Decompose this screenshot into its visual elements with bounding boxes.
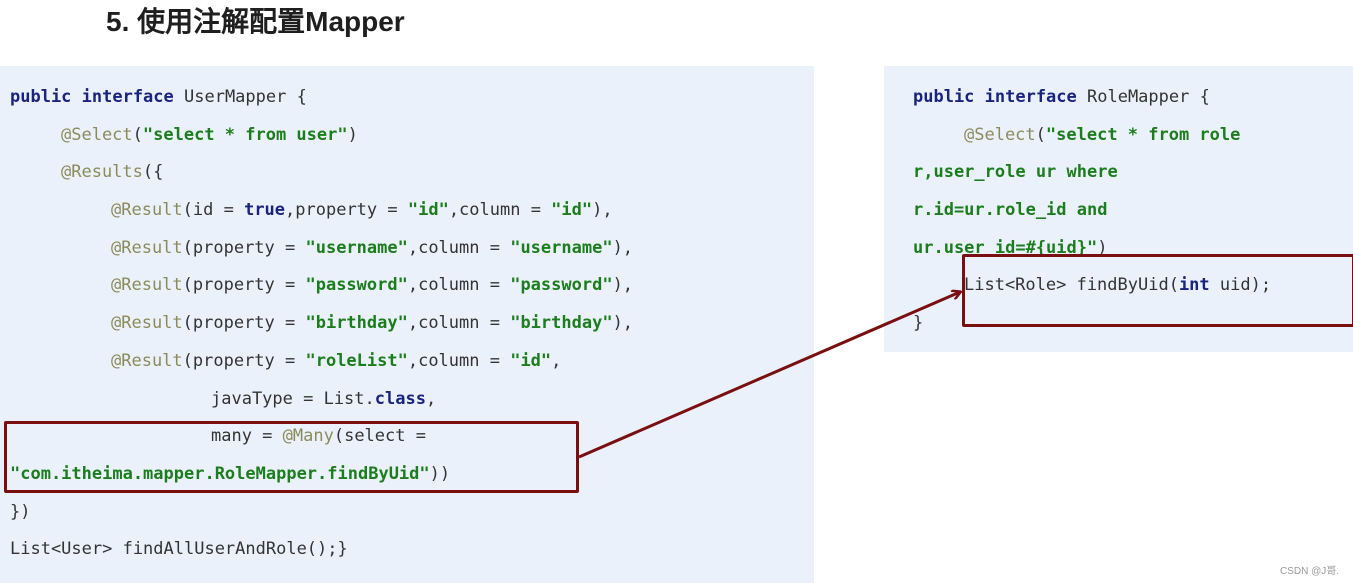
string-literal: "password" xyxy=(305,275,408,295)
code-text: (property = xyxy=(182,238,306,258)
string-literal: r,user_role ur where xyxy=(913,162,1118,182)
code-text: ) xyxy=(347,125,358,145)
code-line-role-select-cont-2: r.id=ur.role_id and xyxy=(913,199,1107,221)
string-literal: "id" xyxy=(407,200,449,220)
code-text: RoleMapper { xyxy=(1076,87,1210,107)
code-text: javaType = List. xyxy=(211,389,375,409)
code-text: ), xyxy=(612,275,634,295)
keyword: public interface xyxy=(10,87,174,107)
annotation: @Results xyxy=(61,162,143,182)
code-text: , xyxy=(425,389,437,409)
annotation: @Result xyxy=(111,238,183,258)
code-text: ,column = xyxy=(407,238,511,258)
code-text: UserMapper { xyxy=(173,87,307,107)
string-literal: "id" xyxy=(510,351,552,371)
code-line-close-results: }) xyxy=(10,501,30,523)
keyword: true xyxy=(244,200,286,220)
code-line-role-select-cont-1: r,user_role ur where xyxy=(913,161,1118,183)
code-line-find-all-method: List<User> findAllUserAndRole();} xyxy=(10,538,348,560)
code-text: ,column = xyxy=(407,275,511,295)
annotation: @Result xyxy=(111,313,183,333)
code-text: (select = xyxy=(333,426,426,446)
code-text: ), xyxy=(612,313,634,333)
code-text: ,property = xyxy=(285,200,408,220)
code-line-role-close: } xyxy=(913,312,923,334)
string-literal: "password" xyxy=(510,275,613,295)
code-line-results: @Results({ xyxy=(61,161,163,183)
annotation: @Many xyxy=(282,426,334,446)
code-text: }) xyxy=(10,502,31,522)
keyword: class xyxy=(374,389,426,409)
arrow-line xyxy=(578,292,960,459)
string-literal: "select * from user" xyxy=(142,125,348,145)
section-heading: 5. 使用注解配置Mapper xyxy=(106,6,405,37)
code-text: ), xyxy=(612,238,634,258)
code-text: ({ xyxy=(142,162,164,182)
code-text: ,column = xyxy=(407,351,511,371)
code-text: ,column = xyxy=(407,313,511,333)
code-text: ( xyxy=(132,125,143,145)
keyword: int xyxy=(1178,275,1210,295)
code-line-role-select: @Select("select * from role xyxy=(964,124,1240,146)
code-line-find-by-uid: List<Role> findByUid(int uid); xyxy=(964,274,1271,296)
many-select-highlight-box xyxy=(4,421,579,493)
user-mapper-code-panel xyxy=(0,66,814,583)
code-line-interface-usermapper: public interface UserMapper { xyxy=(10,86,307,108)
code-text: ( xyxy=(1035,125,1046,145)
string-literal: "select * from role xyxy=(1045,125,1241,145)
annotation: @Select xyxy=(61,125,133,145)
code-line-role-select-cont-3: ur.user_id=#{uid}") xyxy=(913,237,1107,259)
code-text: List<Role> findByUid( xyxy=(964,275,1179,295)
code-text: ), xyxy=(592,200,613,220)
string-literal: "birthday" xyxy=(305,313,408,333)
string-literal: "id" xyxy=(551,200,593,220)
annotation: @Result xyxy=(111,200,183,220)
code-text: ,column = xyxy=(448,200,552,220)
string-literal: "roleList" xyxy=(305,351,408,371)
code-text: (property = xyxy=(182,275,306,295)
string-literal: "username" xyxy=(305,238,408,258)
code-text: (property = xyxy=(182,313,306,333)
code-text: (property = xyxy=(182,351,306,371)
code-text: , xyxy=(551,351,562,371)
code-line-result-password: @Result(property = "password",column = "… xyxy=(111,274,633,296)
code-line-javatype: javaType = List.class, xyxy=(211,388,436,410)
code-line-select: @Select("select * from user") xyxy=(61,124,358,146)
code-line-many: many = @Many(select = xyxy=(211,425,426,447)
code-text: )) xyxy=(429,464,451,484)
code-text: } xyxy=(913,313,924,333)
string-literal: r.id=ur.role_id and xyxy=(913,200,1108,220)
keyword: public interface xyxy=(913,87,1077,107)
string-literal: "birthday" xyxy=(510,313,613,333)
code-line-result-rolelist: @Result(property = "roleList",column = "… xyxy=(111,350,561,372)
code-line-result-id: @Result(id = true,property = "id",column… xyxy=(111,199,613,221)
code-text: List<User> findAllUserAndRole();} xyxy=(10,539,348,559)
code-text: ) xyxy=(1097,238,1108,258)
code-text: uid); xyxy=(1209,275,1272,295)
code-line-result-birthday: @Result(property = "birthday",column = "… xyxy=(111,312,633,334)
string-literal: "com.itheima.mapper.RoleMapper.findByUid… xyxy=(10,464,430,484)
string-literal: ur.user_id=#{uid}" xyxy=(913,238,1098,258)
code-text: (id = xyxy=(182,200,245,220)
code-text: many = xyxy=(211,426,283,446)
code-line-interface-rolemapper: public interface RoleMapper { xyxy=(913,86,1210,108)
annotation: @Select xyxy=(964,125,1036,145)
annotation: @Result xyxy=(111,275,183,295)
annotation: @Result xyxy=(111,351,183,371)
string-literal: "username" xyxy=(510,238,613,258)
watermark: CSDN @J哥. xyxy=(1280,566,1340,577)
code-line-result-username: @Result(property = "username",column = "… xyxy=(111,237,633,259)
code-line-many-select: "com.itheima.mapper.RoleMapper.findByUid… xyxy=(10,463,450,485)
